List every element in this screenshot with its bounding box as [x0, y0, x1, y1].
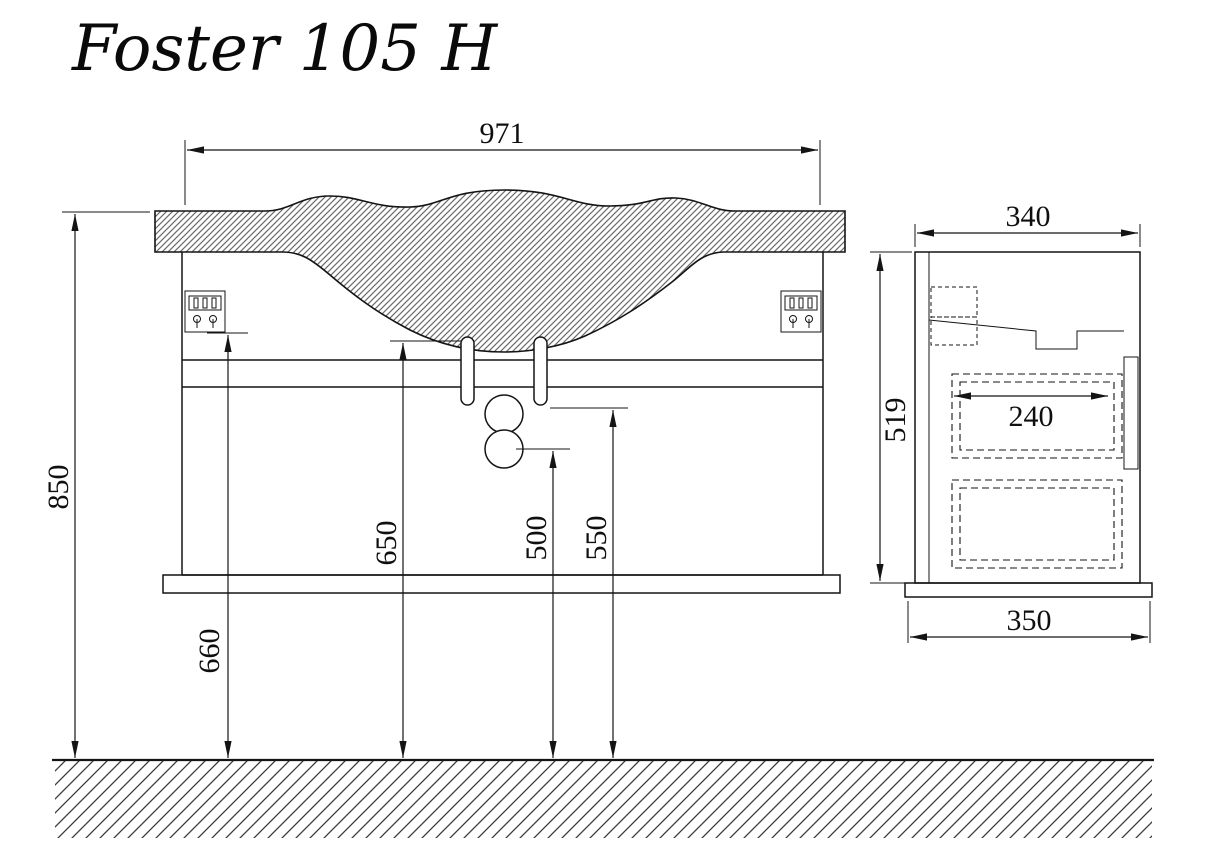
side-view: [904, 251, 1153, 598]
side-plinth: [904, 582, 1153, 598]
bracket-outline: [184, 290, 226, 333]
side-drawer-upper: [951, 373, 1123, 459]
dim-label-bracket-height: 660: [193, 629, 226, 674]
dim-label-drawer-depth: 240: [1009, 400, 1054, 433]
wall-bracket-right: [780, 290, 822, 333]
dim-label-drain-height: 650: [370, 521, 403, 566]
dim-label-side-height: 519: [879, 398, 912, 443]
floor-hatching: [55, 761, 1152, 838]
bracket-slot: [202, 297, 208, 309]
drain-pipe-left: [460, 336, 475, 406]
dim-label-base-depth: 350: [1007, 604, 1052, 637]
dim-850: 850: [42, 211, 150, 758]
side-drawer-lower-inner: [959, 487, 1115, 561]
bracket-slot: [193, 297, 199, 309]
bracket-slot-plate: [188, 295, 222, 311]
side-bracket-detail: [930, 316, 978, 346]
dim-660: 660: [193, 332, 248, 758]
dim-550: 550: [550, 407, 628, 758]
dim-500: 500: [516, 448, 570, 758]
floor: [52, 758, 1154, 838]
front-view: [154, 189, 846, 594]
side-drawer-lower: [951, 479, 1123, 569]
side-apron-profile: [928, 319, 1124, 350]
bracket-slot: [211, 297, 217, 309]
drain-pipe-right: [533, 336, 548, 406]
wall-bracket-left: [184, 290, 226, 333]
bracket-slot: [789, 297, 795, 309]
dim-label-top-depth: 340: [1006, 200, 1051, 233]
dim-label-outlet-height: 550: [580, 516, 613, 561]
cabinet-plinth: [162, 574, 841, 594]
side-drawer-upper-inner: [959, 381, 1115, 451]
bracket-slot: [807, 297, 813, 309]
dim-340: 340: [914, 200, 1141, 247]
dim-519: 519: [870, 251, 912, 584]
drawing-title: Foster 105 H: [71, 12, 498, 86]
countertop-basin: [154, 189, 846, 353]
dim-971: 971: [184, 117, 821, 205]
bracket-outline: [780, 290, 822, 333]
dim-240: 240: [954, 392, 1108, 433]
siphon-upper: [484, 394, 524, 434]
dim-label-overall-height: 850: [42, 465, 75, 510]
dim-label-siphon-height: 500: [520, 516, 553, 561]
dim-label-width: 971: [480, 117, 525, 150]
side-drawer-runner: [1123, 356, 1139, 470]
bracket-slot: [798, 297, 804, 309]
cabinet-front: [162, 252, 841, 594]
dim-350: 350: [907, 601, 1151, 643]
dim-650: 650: [370, 340, 461, 758]
side-bracket-detail: [930, 286, 978, 318]
drain-assembly: [460, 336, 548, 469]
bracket-slot-plate: [784, 295, 818, 311]
